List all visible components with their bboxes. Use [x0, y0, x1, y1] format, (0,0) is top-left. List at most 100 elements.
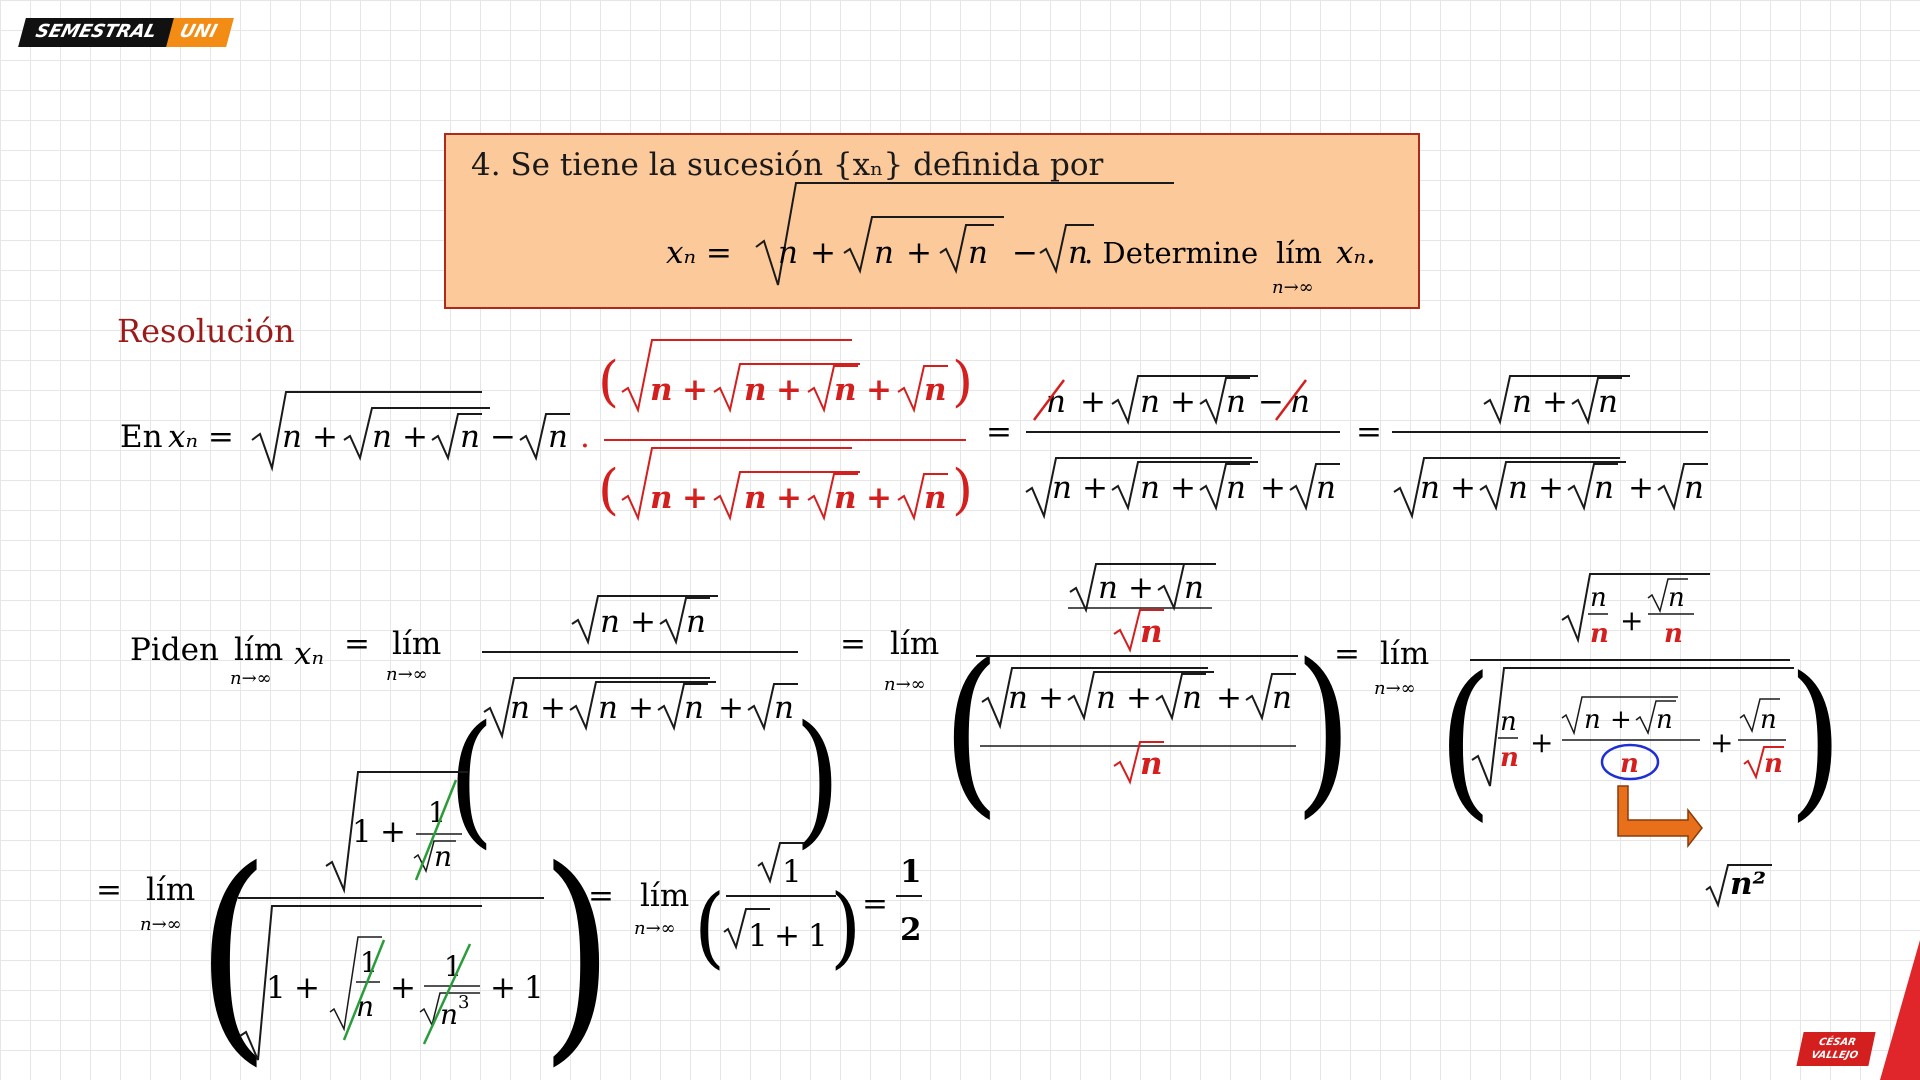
svg-text:+: +	[1538, 470, 1564, 506]
svg-text:1: 1	[524, 970, 544, 1006]
svg-text:n: n	[1656, 705, 1673, 735]
svg-text:n: n	[1420, 470, 1440, 506]
step1-prefix: En	[120, 419, 163, 455]
outer-sqrt-sign	[755, 182, 1174, 286]
problem-formula: xₙ = n + n + n − n . Determine lím n→∞ x…	[666, 182, 1376, 298]
svg-text:n: n	[650, 480, 673, 516]
svg-text:1: 1	[360, 946, 378, 979]
svg-text:n: n	[1664, 619, 1683, 649]
problem-intro: 4. Se tiene la sucesión {xₙ} definida po…	[471, 147, 1104, 183]
svg-text:+: +	[1620, 604, 1643, 637]
svg-text:+: +	[810, 235, 836, 271]
half-num: 1	[900, 854, 922, 890]
svg-text:+: +	[630, 604, 656, 640]
svg-text:): )	[1788, 641, 1843, 837]
svg-text:): )	[952, 350, 973, 413]
svg-text:=: =	[344, 626, 370, 662]
lim-target: xₙ.	[1336, 235, 1376, 271]
svg-text:n: n	[924, 480, 947, 516]
svg-text:n: n	[510, 690, 530, 726]
svg-text:+: +	[490, 970, 516, 1006]
svg-text:=: =	[1356, 414, 1382, 450]
svg-text:=: =	[986, 414, 1012, 450]
svg-text:n: n	[282, 419, 302, 455]
svg-text:n: n	[1272, 680, 1292, 716]
svg-text:+: +	[1710, 726, 1733, 759]
svg-text:1: 1	[266, 970, 286, 1006]
svg-text:lím: lím	[890, 626, 939, 662]
svg-text:): )	[952, 458, 973, 521]
svg-text:+: +	[1038, 680, 1064, 716]
svg-text:+: +	[1542, 384, 1568, 420]
svg-text:): )	[540, 821, 614, 1080]
svg-text:n: n	[1140, 470, 1160, 506]
svg-text:1: 1	[428, 796, 446, 829]
lim-sub: n→∞	[1272, 277, 1314, 298]
svg-text:1: 1	[444, 950, 462, 983]
svg-text:n: n	[874, 235, 894, 271]
svg-text:+: +	[906, 235, 932, 271]
svg-text:n: n	[774, 690, 794, 726]
svg-text:+: +	[540, 690, 566, 726]
svg-text:n: n	[460, 419, 480, 455]
svg-text:n: n	[1226, 470, 1246, 506]
svg-text:n: n	[834, 372, 857, 408]
step2-prefix: Piden	[130, 632, 219, 668]
svg-text:=: =	[1334, 636, 1360, 672]
svg-text:=: =	[862, 886, 888, 922]
svg-text:+: +	[866, 480, 892, 516]
svg-text:+: +	[294, 970, 320, 1006]
svg-text:n: n	[600, 604, 620, 640]
svg-text:+: +	[1170, 384, 1196, 420]
svg-text:n: n	[1098, 570, 1118, 606]
svg-text:=: =	[96, 872, 122, 908]
svg-text:n: n	[778, 235, 798, 271]
svg-text:n→∞: n→∞	[386, 664, 428, 685]
svg-text:lím: lím	[146, 872, 195, 908]
svg-text:1: 1	[808, 918, 828, 954]
highlight-circle	[1600, 743, 1660, 781]
svg-text:1: 1	[748, 918, 768, 954]
svg-text:+: +	[380, 814, 406, 850]
svg-text:n: n	[1500, 707, 1517, 737]
svg-text:+: +	[402, 419, 428, 455]
svg-text:−: −	[490, 419, 516, 455]
svg-text:n: n	[1182, 680, 1202, 716]
svg-text:+: +	[1080, 384, 1106, 420]
step3: = lím n→∞ ( 1 + 1 n 1 + 1 n + 1 n 3 + 1 …	[96, 771, 922, 1080]
svg-text:(: (	[1438, 641, 1493, 837]
svg-text:n: n	[1140, 746, 1163, 782]
corner-logo: CÉSAR VALLEJO	[1796, 1032, 1876, 1066]
lim1: lím	[234, 632, 283, 668]
svg-text:n→∞: n→∞	[230, 668, 272, 689]
svg-text:(: (	[448, 695, 495, 862]
svg-text:n: n	[1590, 583, 1607, 613]
svg-text:n: n	[1668, 583, 1685, 613]
svg-text:n: n	[1184, 570, 1204, 606]
svg-text:n: n	[1590, 619, 1609, 649]
svg-text:n: n	[684, 690, 704, 726]
svg-text:n→∞: n→∞	[1374, 678, 1416, 699]
svg-text:n: n	[1500, 743, 1519, 773]
svg-text:n: n	[1008, 680, 1028, 716]
svg-text:n: n	[1096, 680, 1116, 716]
svg-text:+: +	[390, 970, 416, 1006]
svg-text:n: n	[1316, 470, 1336, 506]
svg-text:+: +	[866, 372, 892, 408]
svg-text:(: (	[196, 821, 270, 1080]
svg-text:n→∞: n→∞	[884, 674, 926, 695]
svg-text:−: −	[1012, 235, 1038, 271]
svg-text:n: n	[1068, 235, 1088, 271]
step2: Piden lím n→∞ xₙ = lím n→∞ ( n + n n + n…	[130, 563, 1843, 909]
svg-text:+: +	[774, 918, 800, 954]
svg-text:+: +	[1170, 470, 1196, 506]
svg-text:n: n	[1764, 749, 1783, 779]
svg-text:=: =	[588, 878, 614, 914]
lim-word: lím	[1276, 236, 1322, 270]
svg-text:n: n	[744, 372, 767, 408]
svg-text:): )	[1294, 626, 1353, 836]
svg-text:(: (	[942, 626, 1001, 836]
svg-text:+: +	[1216, 680, 1242, 716]
svg-text:n: n	[1046, 384, 1066, 420]
